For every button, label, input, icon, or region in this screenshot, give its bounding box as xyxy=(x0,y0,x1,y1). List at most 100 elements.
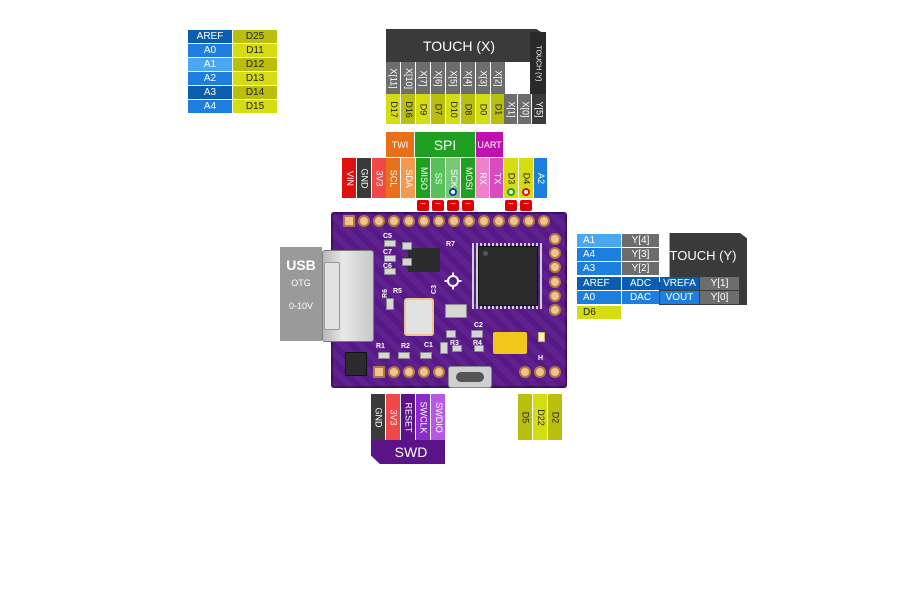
touch-y-vout: VOUT xyxy=(660,291,699,304)
touch-x-d-label: D0 xyxy=(476,94,490,124)
header-pin xyxy=(373,215,385,227)
silk-r3: R3 xyxy=(450,340,459,347)
pin-label-sda: SDA xyxy=(401,158,415,198)
spi-group-label: SPI xyxy=(415,132,475,157)
header-pin xyxy=(418,215,430,227)
label-aref: AREF xyxy=(188,30,232,43)
pin-label-vin: VIN xyxy=(342,158,356,198)
silk-c2: C2 xyxy=(474,322,483,329)
pin-label-tx: TX xyxy=(490,158,503,198)
touch-y-pin-a3: A3 xyxy=(577,262,621,275)
smd-part xyxy=(378,352,390,359)
touch-y-y1: Y[1] xyxy=(700,277,739,290)
touch-x-label-right: X[0] xyxy=(518,94,531,124)
label-a2: A2 xyxy=(188,72,232,85)
tantalum-capacitor xyxy=(493,332,527,354)
swd-title: SWD xyxy=(394,444,428,460)
marker-dot xyxy=(522,188,530,196)
usb-connector-mouth xyxy=(324,262,340,330)
twi-group-label: TWI xyxy=(386,132,414,157)
pin-label-d2: D2 xyxy=(548,394,562,440)
label-d12: D12 xyxy=(233,58,277,71)
header-pin xyxy=(463,215,475,227)
header-pin xyxy=(403,366,415,378)
touch-y-y4: Y[4] xyxy=(622,234,659,247)
touch-x-label: X[3] xyxy=(476,62,490,94)
pin-label-scl: SCL xyxy=(386,158,400,198)
silk-r5: R5 xyxy=(393,288,402,295)
smd-part xyxy=(386,298,394,310)
header-pin xyxy=(388,366,400,378)
header-pin xyxy=(403,215,415,227)
header-pin xyxy=(373,366,385,378)
pin-label-d22: D22 xyxy=(533,394,547,440)
swd-title-bg xyxy=(371,440,445,464)
smd-part xyxy=(420,352,432,359)
swd-pin-swclk: SWCLK xyxy=(416,394,430,440)
touch-x-d-label: D10 xyxy=(446,94,460,124)
smd-part xyxy=(452,345,462,352)
header-pin xyxy=(523,215,535,227)
touch-y-y2: Y[2] xyxy=(622,262,659,275)
usb-range-label: 0-10V xyxy=(288,301,314,311)
label-a4: A4 xyxy=(188,100,232,113)
regulator-chip xyxy=(408,248,440,272)
label-d14: D14 xyxy=(233,86,277,99)
pwm-marker: ~ xyxy=(520,200,532,211)
header-pin xyxy=(534,366,546,378)
touch-y-title: TOUCH (Y) xyxy=(669,247,737,263)
smd-part xyxy=(398,352,410,359)
touch-y-pin-a4: A4 xyxy=(577,248,621,261)
header-pin xyxy=(538,215,550,227)
touch-x-label: X[7] xyxy=(416,62,430,94)
header-pin xyxy=(388,215,400,227)
regulator-pad xyxy=(402,242,412,250)
usb-title: USB xyxy=(286,257,316,273)
mcu-chip xyxy=(478,246,538,306)
touch-x-d-label: D7 xyxy=(431,94,445,124)
touch-x-label: X[6] xyxy=(431,62,445,94)
reset-button-cap xyxy=(456,372,484,382)
header-pin xyxy=(508,215,520,227)
swd-pin-reset: RESET xyxy=(401,394,415,440)
marker-dot xyxy=(507,188,515,196)
silk-h: H xyxy=(538,355,544,362)
touch-y-pin-aref: AREF xyxy=(577,277,621,290)
header-pin xyxy=(519,366,531,378)
silk-c3: C3 xyxy=(430,285,438,294)
header-pin xyxy=(418,366,430,378)
marker-dot xyxy=(449,188,457,196)
silk-r1: R1 xyxy=(376,343,385,350)
smd-part xyxy=(384,240,396,247)
touch-x-side-label: TOUCH (Y) xyxy=(530,32,546,94)
header-pin xyxy=(549,366,561,378)
smd-part xyxy=(384,255,396,262)
usb-otg-label: OTG xyxy=(291,278,311,288)
pin-label-gnd: GND xyxy=(357,158,371,198)
pin-label-d5: D5 xyxy=(518,394,532,440)
touch-x-d-label: D9 xyxy=(416,94,430,124)
pwm-marker: ~ xyxy=(447,200,459,211)
header-pin xyxy=(433,215,445,227)
smd-part xyxy=(345,352,367,376)
swd-pin-gnd: GND xyxy=(371,394,385,440)
header-pin xyxy=(343,215,355,227)
touch-y-pin-a1: A1 xyxy=(577,234,621,247)
header-pin xyxy=(549,261,561,273)
touch-x-d-label: D1 xyxy=(491,94,505,124)
gear-icon xyxy=(444,272,462,290)
touch-y-background-notch xyxy=(740,233,748,239)
mcu-chip-marker xyxy=(483,251,488,256)
label-d15: D15 xyxy=(233,100,277,113)
label-a0: A0 xyxy=(188,44,232,57)
silk-c7: C7 xyxy=(383,249,392,256)
pin-label-a2: A2 xyxy=(534,158,547,198)
header-pin xyxy=(478,215,490,227)
swd-pin-swdio: SWDIO xyxy=(431,394,445,440)
silk-c1: C1 xyxy=(424,342,433,349)
pwm-marker: ~ xyxy=(432,200,444,211)
header-pin xyxy=(549,304,561,316)
touch-x-label: X[11] xyxy=(386,62,400,94)
label-d13: D13 xyxy=(233,72,277,85)
silk-r7: R7 xyxy=(446,241,455,248)
